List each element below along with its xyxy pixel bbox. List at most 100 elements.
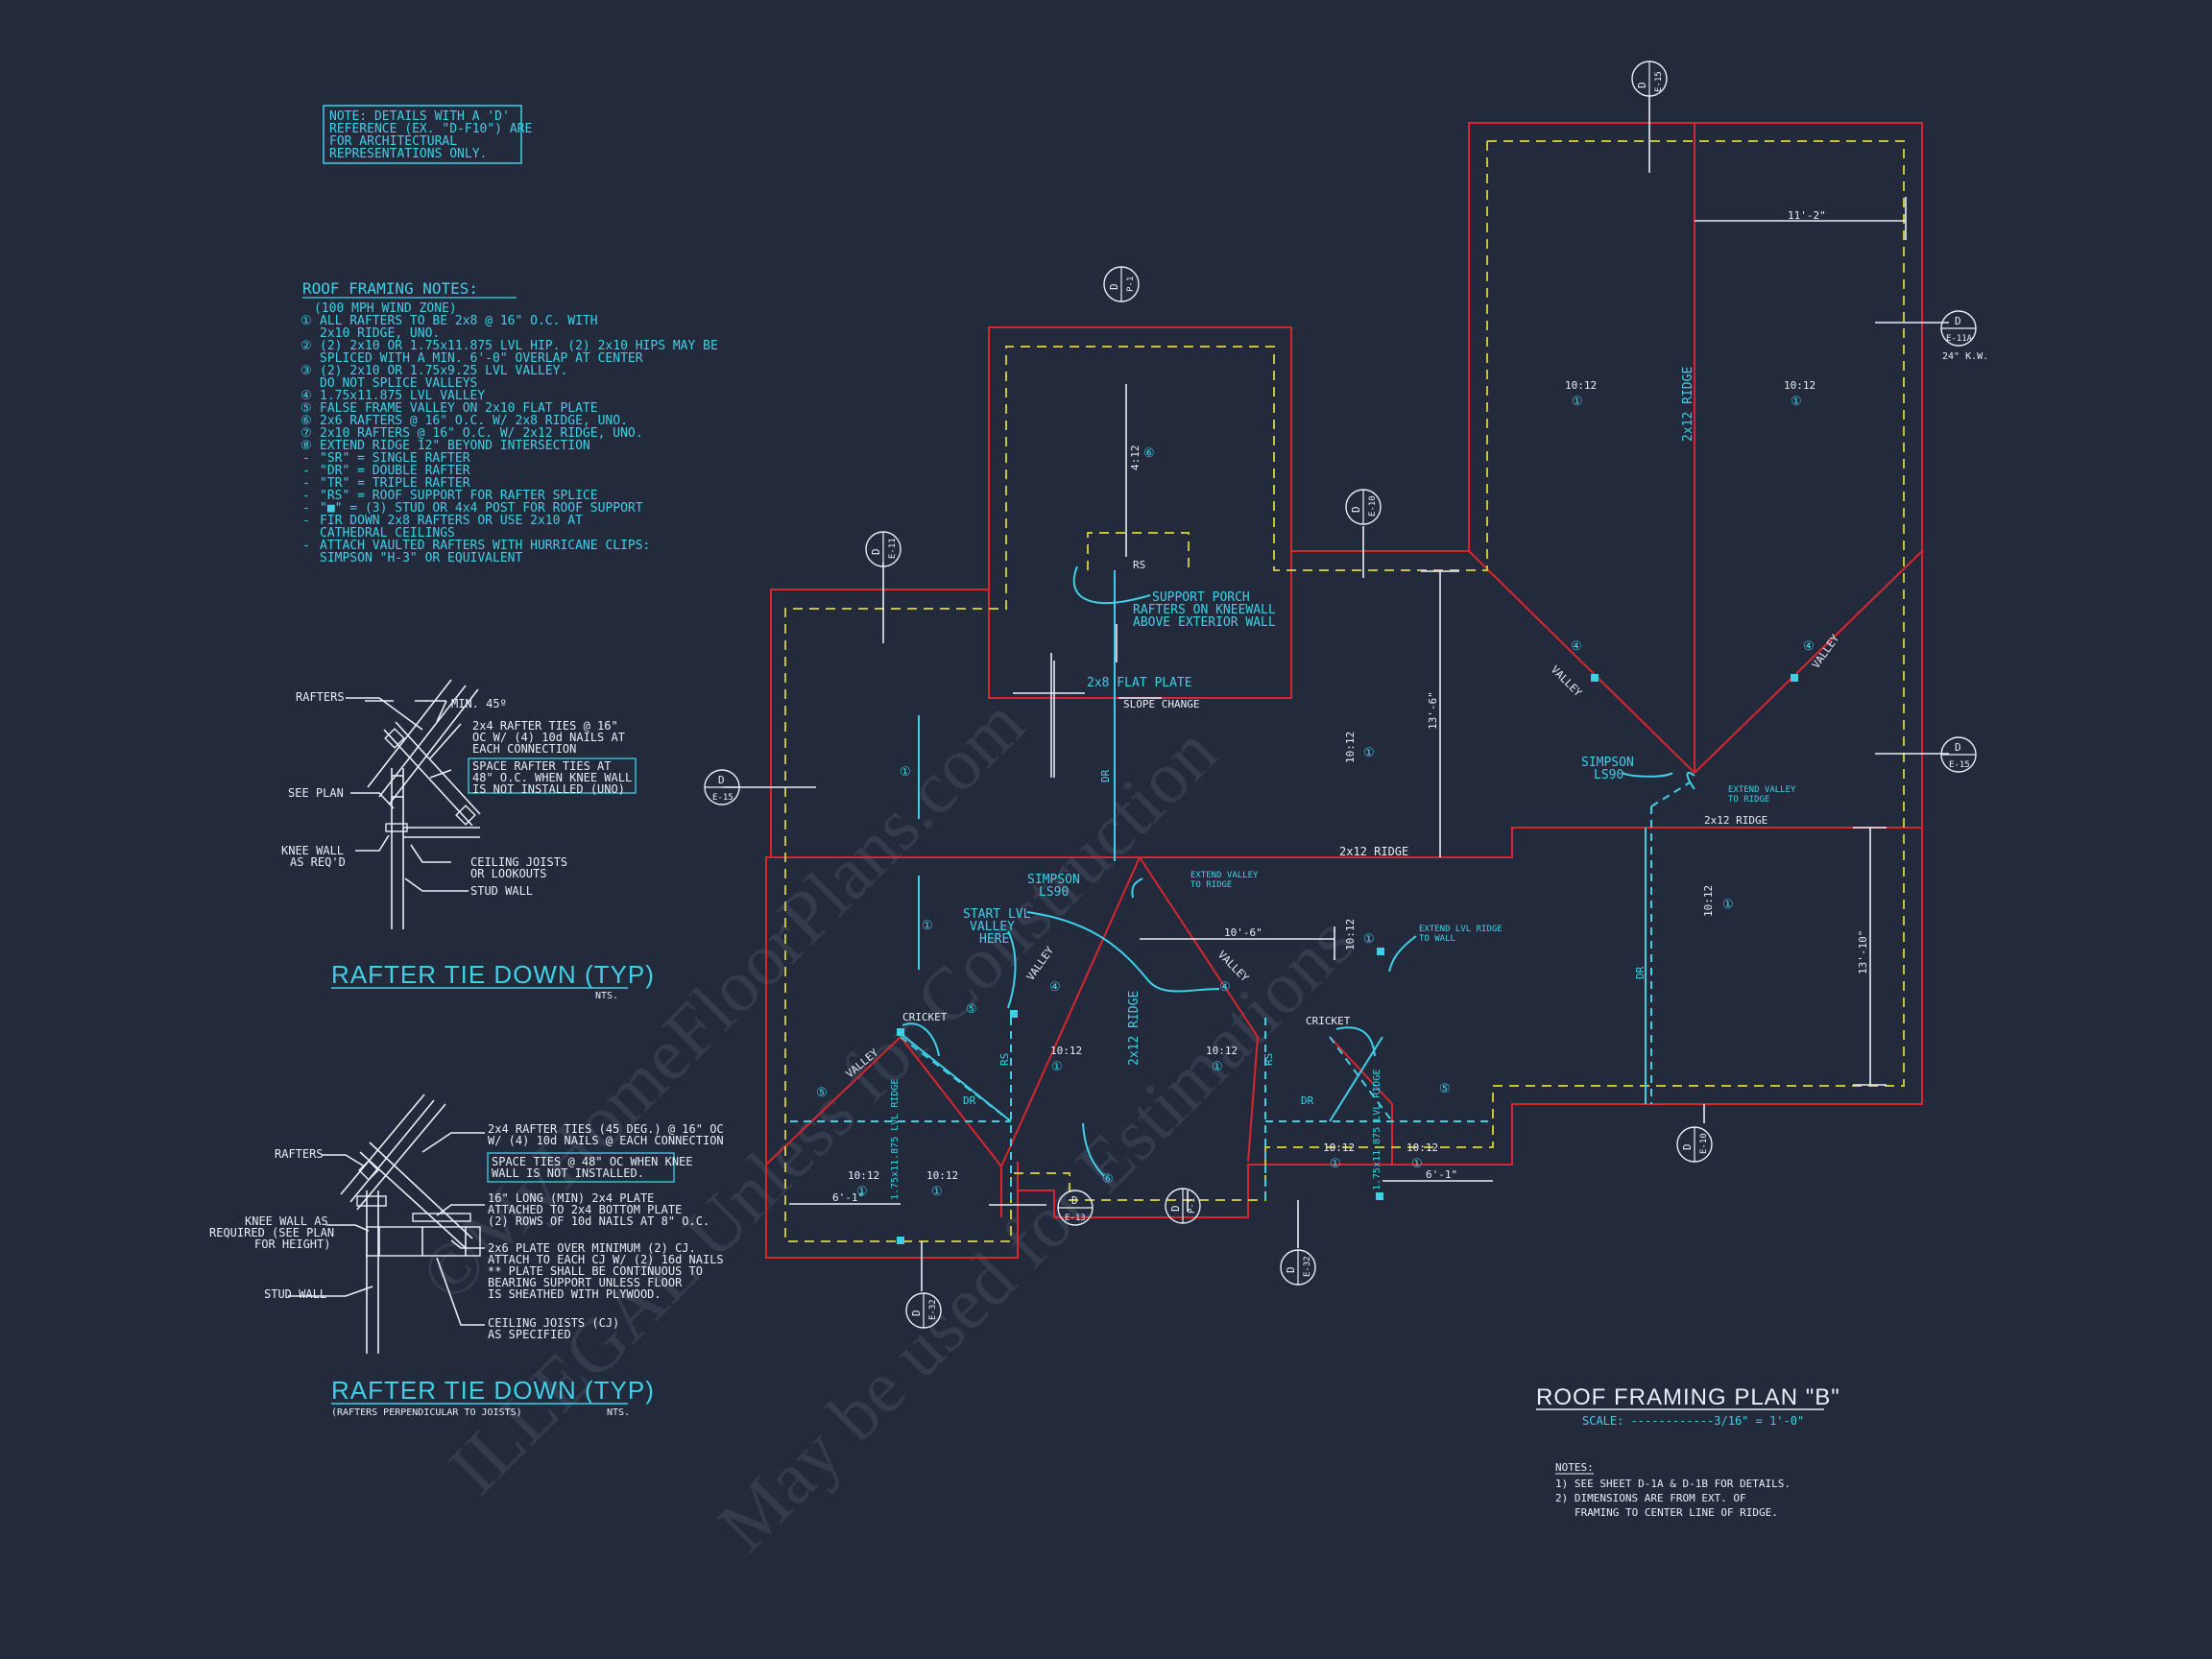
roof-note: ATTACH VAULTED RAFTERS WITH HURRICANE CL… — [320, 539, 650, 553]
svg-text:④: ④ — [1049, 980, 1061, 995]
label-lsu: LS90 — [1594, 768, 1623, 782]
svg-text:E-15: E-15 — [1654, 71, 1664, 92]
label-support-3: ABOVE EXTERIOR WALL — [1133, 615, 1276, 630]
dim-6-1: 6'-1" — [832, 1191, 864, 1204]
svg-text:E-11A: E-11A — [1946, 334, 1973, 344]
section-marker-e10-bottom: D E-10 — [1676, 1126, 1713, 1163]
svg-text:①: ① — [1330, 1157, 1341, 1171]
detail2-label-a2: W/ (4) 10d NAILS @ EACH CONNECTION — [488, 1134, 724, 1147]
watermark-line-3: May be used for Estimations — [702, 899, 1370, 1567]
roof-note: SPLICED WITH A MIN. 6'-0" OVERLAP AT CEN… — [320, 351, 643, 366]
label-simpson: SIMPSON — [1581, 756, 1634, 770]
roof-note: (100 MPH WIND ZONE) — [314, 301, 457, 316]
detail2-label-q2: ATTACH TO EACH CJ W/ (2) 16d NAILS — [488, 1253, 724, 1266]
detail2-label-p3: (2) ROWS OF 10d NAILS AT 8" O.C. — [488, 1214, 709, 1228]
svg-text:D: D — [1108, 283, 1120, 290]
pitch-label: 10:12 — [1565, 379, 1597, 392]
roof-note: 2x10 RAFTERS @ 16" O.C. W/ 2x12 RIDGE, U… — [320, 426, 643, 441]
roof-note: CATHEDRAL CEILINGS — [320, 526, 455, 541]
label-valley: VALLEY — [1810, 632, 1842, 670]
label-start-lvl: VALLEY — [970, 920, 1015, 934]
svg-text:①: ① — [1212, 1060, 1223, 1074]
svg-text:-: - — [302, 489, 310, 503]
pitch-label: 10:12 — [1702, 885, 1715, 917]
label-rs-vertical: RS — [998, 1053, 1011, 1066]
detail1-label-seeplan: SEE PLAN — [288, 786, 344, 800]
note-line-2: REFERENCE (EX. "D-F10") ARE — [329, 122, 532, 136]
svg-text:①: ① — [931, 1185, 943, 1199]
detail1-nts: NTS. — [595, 991, 618, 1001]
pitch-label: 10:12 — [1784, 379, 1815, 392]
label-rs-vertical: RS — [1262, 1053, 1275, 1066]
plan-note: FRAMING TO CENTER LINE OF RIDGE. — [1575, 1506, 1778, 1519]
svg-text:⑤: ⑤ — [966, 1002, 977, 1017]
detail1-title: RAFTER TIE DOWN (TYP) — [331, 960, 655, 989]
roof-note: EXTEND RIDGE 12" BEYOND INTERSECTION — [320, 439, 590, 453]
svg-text:⑤: ⑤ — [301, 401, 312, 416]
detail1-label-cj2: OR LOOKOUTS — [470, 867, 546, 880]
label-rs: RS — [1133, 559, 1145, 571]
label-extend-valley: EXTEND VALLEY — [1728, 785, 1796, 795]
section-marker-e15-top: D E-15 — [1631, 60, 1668, 97]
dim-11-2: 11'-2" — [1788, 209, 1826, 222]
architectural-note-box: NOTE: DETAILS WITH A 'D' REFERENCE (EX. … — [323, 105, 532, 164]
section-marker-p1-bottom: D P-1 — [1165, 1188, 1201, 1224]
section-marker-e11a: D E-11A — [1940, 310, 1977, 347]
label-flat-plate: 2x8 FLAT PLATE — [1087, 676, 1192, 690]
label-cricket: CRICKET — [1306, 1015, 1351, 1027]
svg-text:①: ① — [1363, 932, 1375, 947]
detail2-subtitle: (RAFTERS PERPENDICULAR TO JOISTS) — [331, 1407, 522, 1418]
svg-text:-: - — [302, 451, 310, 466]
pitch-label: 4:12 — [1129, 445, 1142, 471]
label-lvl-ridge: 1.75x11.875 LVL RIDGE — [1372, 1070, 1382, 1190]
section-marker-p1-top: D P-1 — [1103, 266, 1140, 302]
detail2-label-q4: BEARING SUPPORT UNLESS FLOOR — [488, 1276, 683, 1289]
label-ridge-vertical: 2x12 RIDGE — [1127, 991, 1142, 1066]
label-extend-lvl: TO WALL — [1419, 934, 1455, 944]
dim-6-1: 6'-1" — [1426, 1168, 1457, 1181]
roof-framing-notes: ROOF FRAMING NOTES: (100 MPH WIND ZONE) … — [301, 279, 718, 565]
svg-text:D: D — [1169, 1205, 1182, 1212]
svg-text:-: - — [302, 476, 310, 491]
svg-text:④: ④ — [1571, 639, 1582, 654]
label-ridge: 2x12 RIDGE — [1704, 814, 1767, 827]
svg-text:⑦: ⑦ — [301, 426, 312, 441]
detail2-label-s2: WALL IS NOT INSTALLED. — [492, 1166, 644, 1180]
rafter-tie-down-detail-2: RAFTERS 2x4 RAFTER TIES (45 DEG.) @ 16" … — [209, 1094, 724, 1418]
svg-text:D: D — [718, 774, 725, 786]
detail2-label-cj1: CEILING JOISTS (CJ) — [488, 1316, 619, 1330]
svg-text:D: D — [1285, 1266, 1297, 1273]
svg-text:④: ④ — [1803, 639, 1815, 654]
svg-text:④: ④ — [301, 389, 312, 403]
svg-text:-: - — [302, 514, 310, 528]
svg-text:①: ① — [856, 1185, 868, 1199]
detail1-label-knee2: AS REQ'D — [290, 855, 346, 869]
pitch-label: 10:12 — [1206, 1045, 1238, 1057]
roof-note: "TR" = TRIPLE RAFTER — [320, 476, 470, 491]
roof-note: 1.75x11.875 LVL VALLEY — [320, 389, 485, 403]
svg-text:①: ① — [922, 919, 933, 933]
pitch-label: 10:12 — [1050, 1045, 1082, 1057]
svg-text:①: ① — [1051, 1060, 1063, 1074]
svg-text:E-10: E-10 — [1699, 1133, 1709, 1154]
svg-text:D: D — [1955, 741, 1961, 754]
detail2-label-rafters: RAFTERS — [275, 1147, 324, 1161]
svg-text:D: D — [1071, 1194, 1078, 1207]
pitch-label: 10:12 — [1323, 1142, 1355, 1154]
detail1-label-ties2: OC W/ (4) 10d NAILS AT — [472, 731, 625, 744]
svg-text:①: ① — [1572, 395, 1583, 409]
plan-title-block: ROOF FRAMING PLAN "B" SCALE: -----------… — [1536, 1384, 1839, 1519]
label-ridge-vertical: 2x12 RIDGE — [1681, 367, 1695, 442]
svg-text:①: ① — [301, 314, 312, 328]
label-valley: VALLEY — [1549, 663, 1585, 700]
section-marker-e15-right: D E-15 — [1940, 736, 1977, 773]
roof-notes-heading: ROOF FRAMING NOTES: — [302, 279, 478, 298]
svg-text:E-15: E-15 — [1949, 760, 1970, 770]
roof-note: ALL RAFTERS TO BE 2x8 @ 16" O.C. WITH — [320, 314, 598, 328]
detail2-label-q3: ** PLATE SHALL BE CONTINUOUS TO — [488, 1264, 703, 1278]
svg-text:⑥: ⑥ — [1143, 446, 1155, 461]
detail2-label-q5: IS SHEATHED WITH PLYWOOD. — [488, 1287, 661, 1301]
pitch-label: 10:12 — [1344, 919, 1357, 950]
label-dr: DR — [1634, 966, 1647, 979]
